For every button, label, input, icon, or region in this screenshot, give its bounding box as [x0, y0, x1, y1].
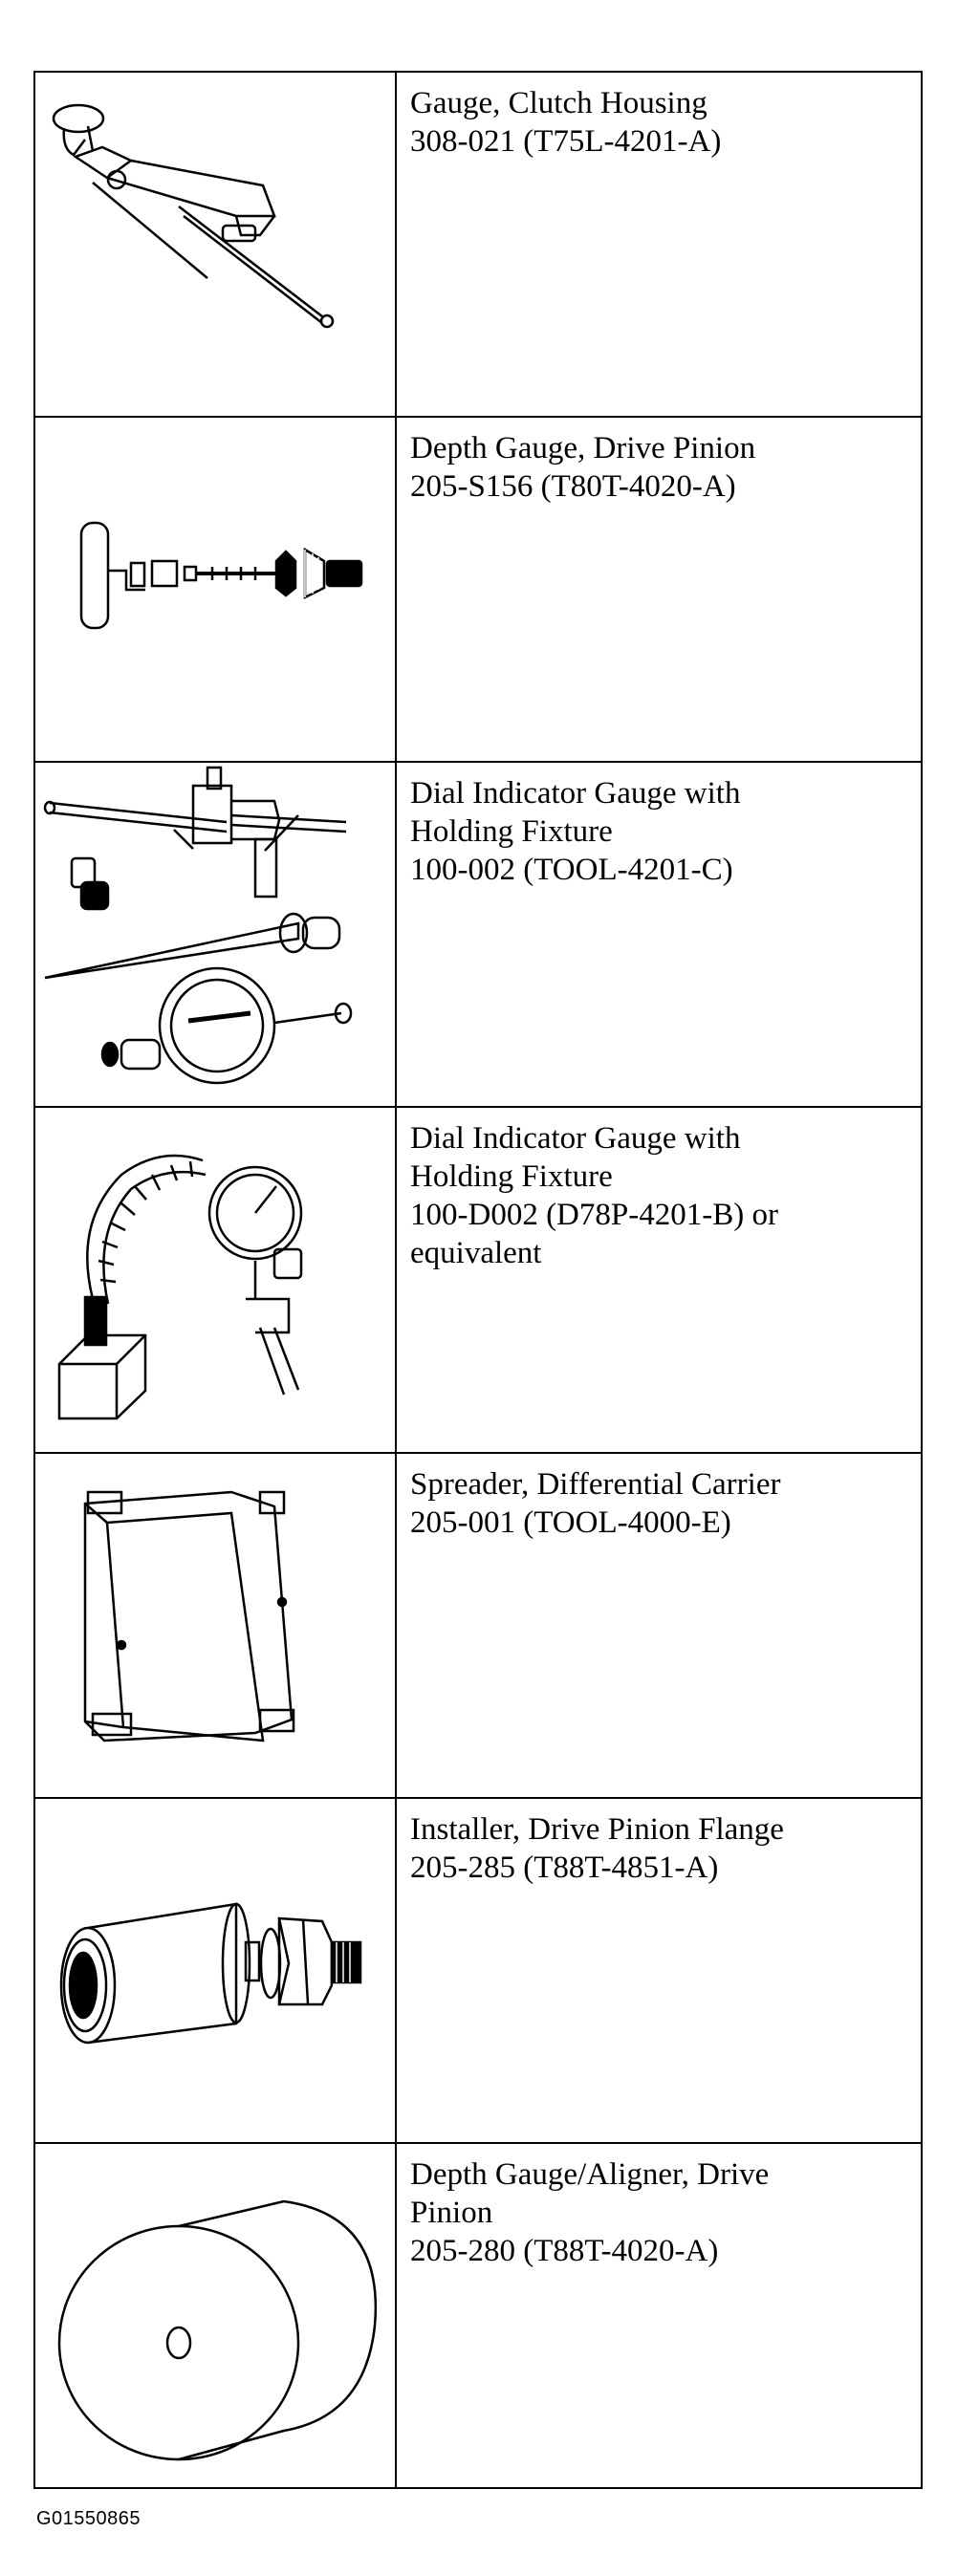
- tool-line: 205-001 (TOOL-4000-E): [410, 1504, 731, 1540]
- tool-line: 205-S156 (T80T-4020-A): [410, 469, 736, 505]
- tool-line: Spreader, Differential Carrier: [410, 1466, 781, 1502]
- tool-description-cell: Dial Indicator Gauge with Holding Fixtur…: [395, 1106, 923, 1454]
- tool-row: Gauge, Clutch Housing 308-021 (T75L-4201…: [33, 70, 923, 419]
- tool-row: Depth Gauge, Drive Pinion 205-S156 (T80T…: [33, 416, 923, 764]
- magnetic-base-dial-indicator-icon: [35, 1108, 395, 1453]
- dial-indicator-holding-fixture-icon: [35, 763, 395, 1108]
- drive-pinion-depth-gauge-icon: [35, 418, 395, 763]
- tool-description-cell: Dial Indicator Gauge with Holding Fixtur…: [395, 761, 923, 1109]
- tool-line: Depth Gauge/Aligner, Drive: [410, 2156, 770, 2192]
- tool-line: Installer, Drive Pinion Flange: [410, 1811, 784, 1847]
- tool-line: Depth Gauge, Drive Pinion: [410, 431, 756, 466]
- tool-line: Gauge, Clutch Housing: [410, 86, 708, 120]
- tool-line: Dial Indicator Gauge with: [410, 1121, 741, 1157]
- tool-line: 100-D002 (D78P-4201-B) or: [410, 1198, 778, 1233]
- tool-row: Dial Indicator Gauge with Holding Fixtur…: [33, 761, 923, 1109]
- tool-image-cell: [33, 1106, 397, 1454]
- tool-line: 205-285 (T88T-4851-A): [410, 1850, 719, 1885]
- tool-line: 308-021 (T75L-4201-A): [410, 124, 722, 159]
- tool-description-cell: Gauge, Clutch Housing 308-021 (T75L-4201…: [395, 70, 923, 419]
- tool-line: Holding Fixture: [410, 814, 613, 850]
- pinion-flange-installer-icon: [35, 1799, 395, 2144]
- tool-line: Dial Indicator Gauge with: [410, 776, 741, 812]
- tool-image-cell: [33, 1796, 397, 2144]
- tool-line: Pinion: [410, 2195, 493, 2230]
- differential-carrier-spreader-icon: [35, 1454, 395, 1799]
- tool-line: 205-280 (T88T-4020-A): [410, 2233, 719, 2268]
- tool-description-cell: Spreader, Differential Carrier 205-001 (…: [395, 1451, 923, 1799]
- tool-row: Depth Gauge/Aligner, Drive Pinion 205-28…: [33, 2141, 923, 2490]
- tool-image-cell: [33, 1451, 397, 1799]
- special-tools-table: Gauge, Clutch Housing 308-021 (T75L-4201…: [33, 70, 923, 2490]
- figure-id: G01550865: [36, 2508, 142, 2529]
- tool-description-cell: Installer, Drive Pinion Flange 205-285 (…: [395, 1796, 923, 2144]
- tool-row: Dial Indicator Gauge with Holding Fixtur…: [33, 1106, 923, 1454]
- tool-line: 100-002 (TOOL-4201-C): [410, 853, 733, 888]
- clutch-housing-gauge-icon: [35, 73, 395, 418]
- tool-image-cell: [33, 70, 397, 419]
- tool-line: Holding Fixture: [410, 1159, 613, 1195]
- tool-image-cell: [33, 761, 397, 1109]
- tool-image-cell: [33, 2141, 397, 2490]
- depth-gauge-aligner-icon: [35, 2144, 395, 2489]
- tool-description-cell: Depth Gauge, Drive Pinion 205-S156 (T80T…: [395, 416, 923, 764]
- tool-row: Spreader, Differential Carrier 205-001 (…: [33, 1451, 923, 1799]
- tool-image-cell: [33, 416, 397, 764]
- tool-description-cell: Depth Gauge/Aligner, Drive Pinion 205-28…: [395, 2141, 923, 2490]
- tool-line: equivalent: [410, 1236, 542, 1271]
- tool-row: Installer, Drive Pinion Flange 205-285 (…: [33, 1796, 923, 2144]
